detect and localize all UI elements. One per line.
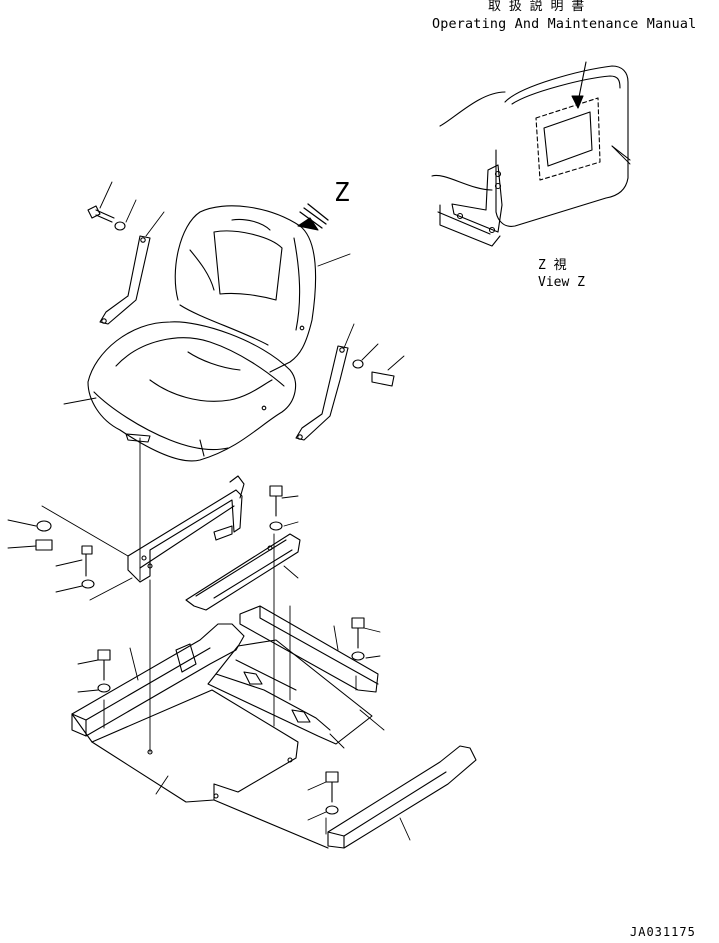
view-caption-japanese: Z 視 [538,258,567,273]
slide-rails [128,476,300,610]
bolt-left [88,206,114,222]
washer-e [98,684,110,692]
view-caption-english: View Z [538,275,585,290]
side-brackets [88,206,394,440]
right-side-bracket [296,346,348,440]
seat-cushion-outline [88,322,296,461]
washer-right [353,360,363,368]
inset-seat-back-inner [512,76,620,104]
left-frame-member [72,624,244,736]
inset-manual-book [544,112,592,166]
view-arrow-label: Z [334,178,350,208]
inset-seat-cushion [440,92,505,126]
fasteners [36,486,364,814]
washer-d [352,652,364,660]
lower-rail [186,534,300,610]
inset-manual-arrow [578,62,586,102]
inset-cushion-front [432,175,492,190]
washer-left [115,222,125,230]
washer-f [326,806,338,814]
center-plate [208,640,372,744]
view-z-inset [432,62,630,246]
leader-lines [8,146,630,840]
bolt-right [372,372,394,386]
washer-b [82,580,94,588]
washer-c [270,522,282,530]
bolt-a [82,546,92,576]
drawing-number: JA031175 [630,925,696,939]
bottom-right-member [328,746,476,848]
assembly-lines [104,438,356,834]
inset-seat-back-outline [496,66,628,226]
manual-label-japanese: 取 扱 説 明 書 [488,0,585,14]
bolt-d [98,650,110,680]
floor-frame [72,606,476,848]
manual-label-english: Operating And Maintenance Manual [432,17,697,32]
inset-side-bracket [452,165,502,232]
left-side-bracket [100,236,150,324]
washer-a [37,521,51,531]
floor-plate [92,690,298,802]
seat-assembly [88,206,316,461]
bolt-e [326,772,338,802]
backrest-outline [175,206,315,372]
upper-rail [128,490,242,582]
bolt-c [352,618,364,648]
view-z-arrow [298,204,328,230]
bolt-b [270,486,282,516]
nut-a [36,540,52,550]
